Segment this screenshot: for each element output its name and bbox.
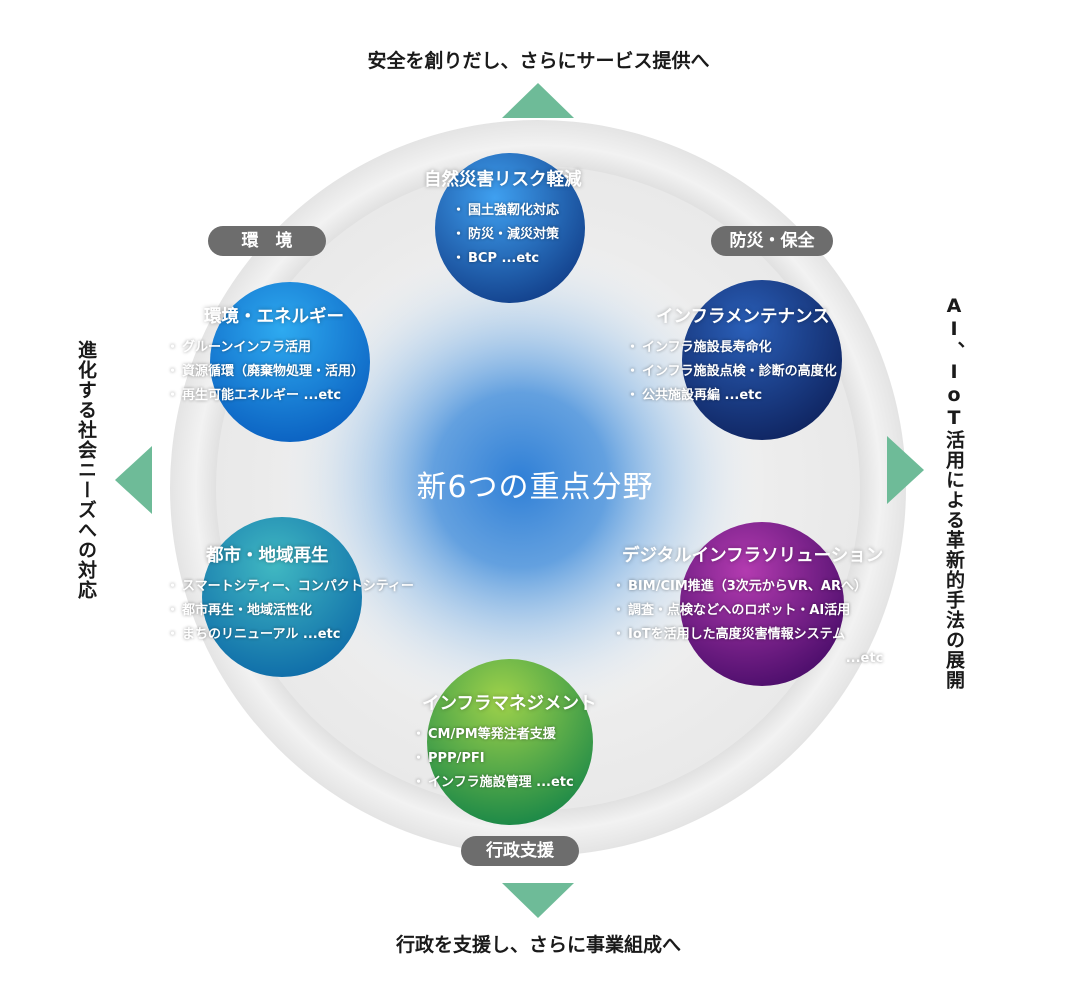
area-item: ・資源循環（廃棄物処理・活用） [166,364,365,379]
area-title: インフラメンテナンス [656,307,830,327]
bubble-urban [202,517,362,677]
pill-disaster-prevention: 防災・保全 [711,226,833,256]
arrow-right-icon [887,436,924,504]
area-urban-regional-revitalization: 都市・地域再生 ・スマートシティー、コンパクトシティー ・都市再生・地域活性化 … [166,542,414,647]
area-item: ・スマートシティー、コンパクトシティー [166,579,414,594]
arrow-down-icon [502,883,574,918]
area-title: 都市・地域再生 [206,546,329,566]
top-caption: 安全を創りだし、さらにサービス提供へ [367,50,710,72]
area-item: ・国土強靭化対応 [452,203,560,218]
area-title: デジタルインフラソリューション [622,546,884,566]
area-item: ・インフラ施設点検・診断の高度化 [626,364,837,379]
center-glow [270,230,770,730]
area-item: ・公共施設再編 ...etc [626,388,763,403]
area-item: ・グルーンインフラ活用 [166,340,311,355]
area-item: ・インフラ施設長寿命化 [626,340,772,355]
area-digital-infrastructure-solution: デジタルインフラソリューション ・BIM/CIM推進（3次元からVR、ARへ） … [612,542,883,671]
area-infrastructure-maintenance: インフラメンテナンス ・インフラ施設長寿命化 ・インフラ施設点検・診断の高度化 … [626,303,837,408]
area-item: ・CM/PM等発注者支援 [412,727,556,742]
area-item: ・BCP ...etc [452,251,540,266]
arrow-left-icon [115,446,152,514]
area-item: ...etc [845,651,884,666]
area-item: ・再生可能エネルギー ...etc [166,388,342,403]
area-title: インフラマネジメント [422,694,597,714]
area-item: ・都市再生・地域活性化 [166,603,313,618]
area-item: ・インフラ施設管理 ...etc [412,775,574,790]
bubble-digital [680,522,844,686]
area-item: ・防災・減災対策 [452,227,560,242]
pill-environment: 環 境 [208,226,326,256]
area-item: ・BIM/CIM推進（3次元からVR、ARへ） [612,579,867,594]
bubble-management [427,659,593,825]
right-caption: AI、IoT活用による革新的手法の展開 [943,295,965,690]
area-title: 自然災害リスク軽減 [424,170,582,190]
area-title: 環境・エネルギー [204,307,344,327]
area-natural-disaster: 自然災害リスク軽減 ・国土強靭化対応 ・防災・減災対策 ・BCP ...etc [424,166,582,271]
area-item: ・IoTを活用した高度災害情報システム [612,627,846,642]
bubble-disaster [435,153,585,303]
arrow-up-icon [502,83,574,118]
bubble-maintenance [682,280,842,440]
center-title: 新6つの重点分野 [416,470,654,505]
area-item: ・PPP/PFI [412,751,485,766]
bottom-caption: 行政を支援し、さらに事業組成へ [395,934,681,956]
area-item: ・まちのリニューアル ...etc [166,627,341,642]
left-caption: 進化する社会ニーズへの対応 [75,340,97,600]
bubble-environment [210,282,370,442]
area-item: ・調査・点検などへのロボット・AI活用 [612,603,851,618]
area-environment-energy: 環境・エネルギー ・グルーンインフラ活用 ・資源循環（廃棄物処理・活用） ・再生… [166,303,364,408]
pill-administrative-support: 行政支援 [461,836,579,866]
area-infrastructure-management: インフラマネジメント ・CM/PM等発注者支援 ・PPP/PFI ・インフラ施設… [412,690,596,795]
